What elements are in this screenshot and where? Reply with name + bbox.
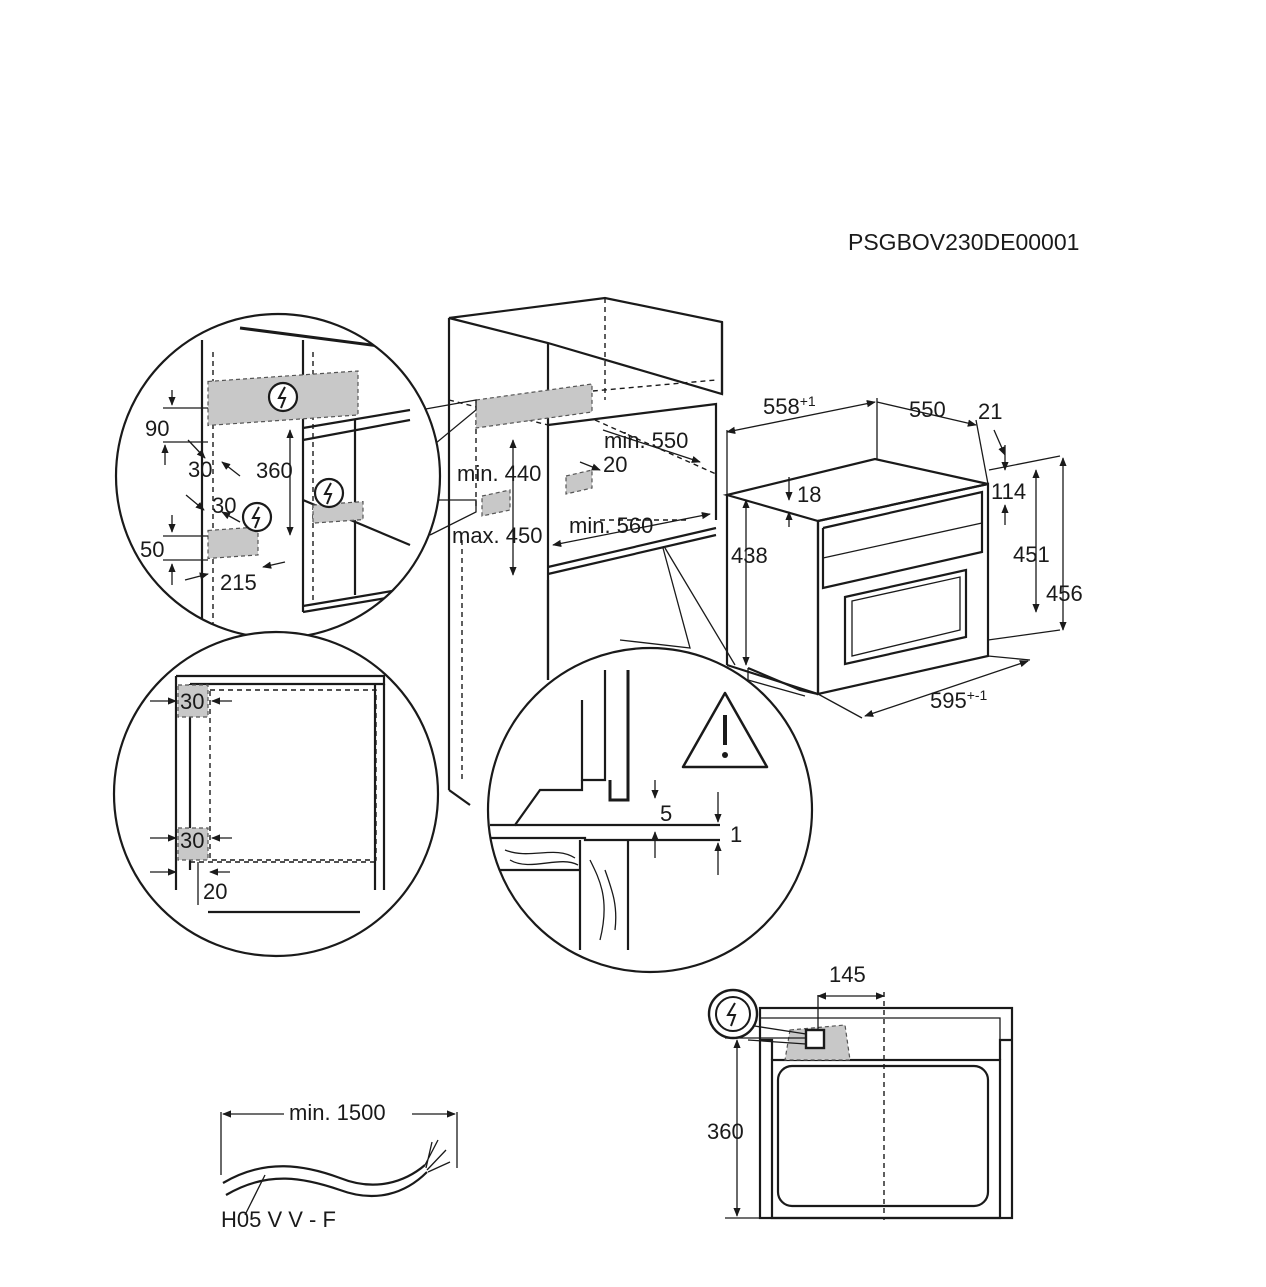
gap-top-label: 30 bbox=[180, 689, 204, 714]
cable-length-label: min. 1500 bbox=[289, 1100, 386, 1125]
niche-height-max-label: max. 450 bbox=[452, 523, 543, 548]
electric-socket-icon bbox=[313, 477, 345, 509]
detail-side-gaps: 30 30 20 bbox=[112, 630, 440, 958]
niche-depth-label: min. 550 bbox=[604, 428, 688, 453]
dim-50: 50 bbox=[140, 537, 164, 562]
detail-socket-zones: 90 30 360 30 50 215 bbox=[114, 312, 442, 640]
detail-front-alignment: 5 1 bbox=[486, 646, 814, 974]
body-depth-label: 550 bbox=[909, 397, 946, 422]
power-cable: min. 1500 H05 V V - F bbox=[220, 1100, 458, 1232]
top-offset-label: 18 bbox=[797, 482, 821, 507]
electric-zone-low bbox=[481, 489, 511, 517]
warning-triangle-icon bbox=[681, 691, 769, 769]
oven: 558+1 550 21 18 114 438 451 456 595+-1 bbox=[722, 393, 1083, 719]
dim-360: 360 bbox=[256, 458, 293, 483]
niche-height-min-label: min. 440 bbox=[457, 461, 541, 486]
electric-socket-icon bbox=[267, 381, 299, 413]
socket-position-view: 145 360 bbox=[707, 962, 1014, 1220]
socket-offset-145-label: 145 bbox=[829, 962, 866, 987]
height-456-label: 456 bbox=[1046, 581, 1083, 606]
electric-socket-icon bbox=[707, 988, 759, 1040]
electric-socket-icon bbox=[241, 501, 273, 533]
cabinet: min. 550 min. 440 20 max. 450 min. 560 bbox=[447, 296, 724, 806]
offset-5-label: 5 bbox=[660, 801, 672, 826]
niche-width-label: min. 560 bbox=[569, 513, 653, 538]
gap-20-side-label: 20 bbox=[203, 879, 227, 904]
document-code: PSGBOV230DE00001 bbox=[848, 229, 1079, 255]
front-thickness-label: 21 bbox=[978, 399, 1002, 424]
appliance-depth-label: 558+1 bbox=[763, 393, 816, 419]
electric-zone-top bbox=[475, 383, 593, 429]
width-label: 595+-1 bbox=[930, 687, 988, 713]
dim-30b: 30 bbox=[212, 493, 236, 518]
dim-215: 215 bbox=[220, 570, 257, 595]
gap-20-label: 20 bbox=[603, 452, 627, 477]
door-height-label: 114 bbox=[991, 479, 1026, 504]
height-451-label: 451 bbox=[1013, 542, 1050, 567]
dim-30a: 30 bbox=[188, 457, 212, 482]
socket-height-360-label: 360 bbox=[707, 1119, 744, 1144]
gap-bottom-label: 30 bbox=[180, 828, 204, 853]
body-height-label: 438 bbox=[731, 543, 768, 568]
cable-type-label: H05 V V - F bbox=[221, 1207, 336, 1232]
electric-zone-mid bbox=[565, 469, 593, 495]
dim-90: 90 bbox=[145, 416, 169, 441]
offset-1-label: 1 bbox=[730, 822, 742, 847]
